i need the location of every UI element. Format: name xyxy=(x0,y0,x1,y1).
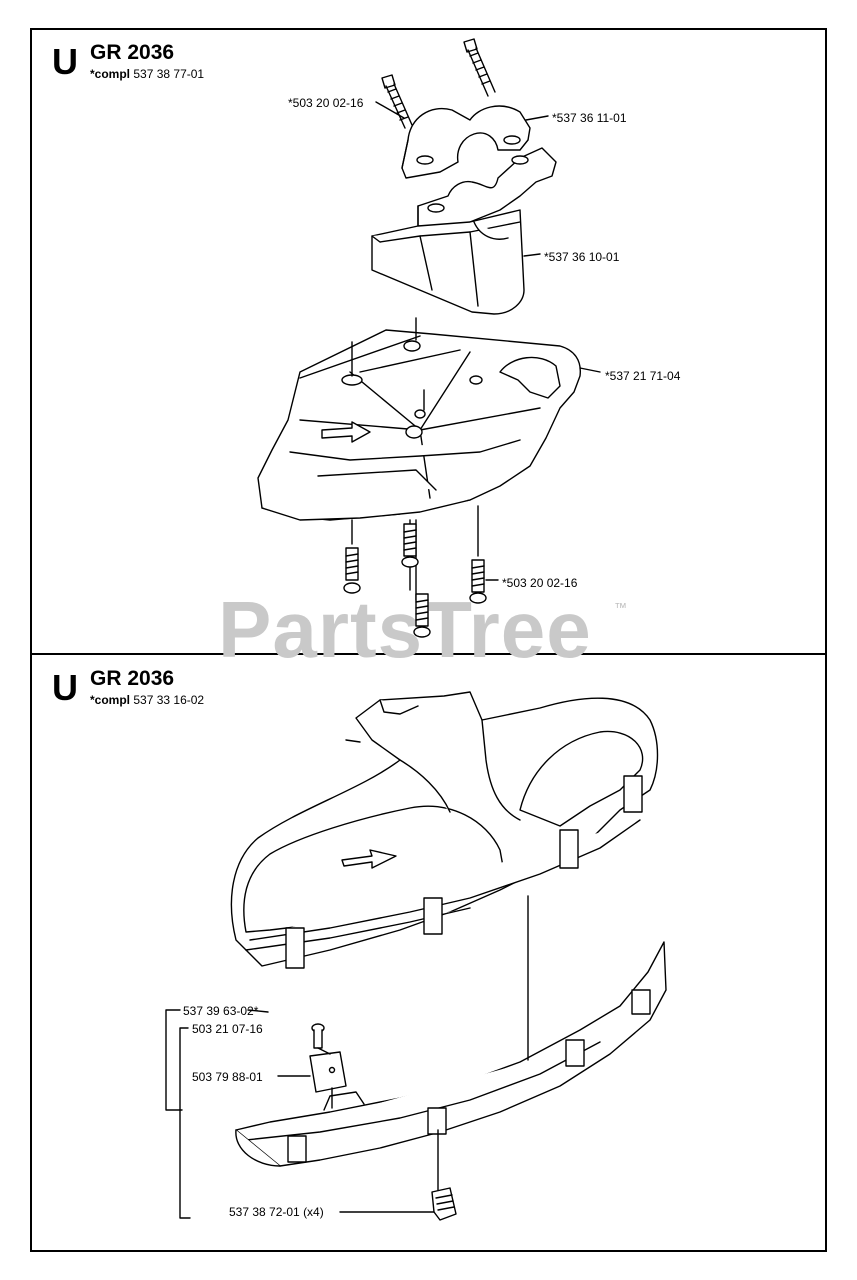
leader-guard-2-tab xyxy=(345,739,361,743)
part-label-screws-bottom[interactable]: *503 20 02-16 xyxy=(502,576,578,590)
watermark: PartsTree xyxy=(218,585,592,674)
bolt-right xyxy=(463,38,496,97)
section-2-letter: U xyxy=(52,667,78,708)
section-2-subtitle: *compl 537 33 16-02 xyxy=(90,693,204,707)
part-label-clamp-upper[interactable]: *537 36 11-01 xyxy=(552,111,627,125)
screws-bottom-1 xyxy=(343,505,487,638)
guard-1 xyxy=(257,329,581,521)
rotation-arrow-1 xyxy=(321,421,371,443)
section-divider xyxy=(30,653,827,655)
clip-part xyxy=(431,1129,457,1221)
part-label-clips[interactable]: 537 38 72-01 (x4) xyxy=(229,1205,324,1219)
leader-clamp-upper xyxy=(525,115,549,121)
bracket-extension xyxy=(165,1009,183,1111)
section-2-subtitle-number: 537 33 16-02 xyxy=(133,693,205,707)
rotation-arrow-2 xyxy=(341,849,397,869)
section-2-subtitle-prefix: *compl xyxy=(90,693,131,707)
section-1-subtitle-number: 537 38 77-01 xyxy=(133,67,205,81)
part-label-guard[interactable]: *537 21 71-04 xyxy=(605,369,681,383)
section-1-subtitle: *compl 537 38 77-01 xyxy=(90,67,204,81)
clamp-housing xyxy=(371,209,525,315)
guard-2 xyxy=(230,691,659,969)
diagram-frame xyxy=(30,28,827,1252)
leader-extension-label xyxy=(247,1009,269,1013)
part-label-clamp-lower[interactable]: *537 36 10-01 xyxy=(544,250,620,264)
leader-clamp-lower xyxy=(523,253,541,257)
knife-and-screw xyxy=(309,1023,347,1109)
bracket-clips xyxy=(179,1027,191,1219)
section-1-title: GR 2036 xyxy=(90,41,175,64)
part-label-screw-top[interactable]: *503 20 02-16 xyxy=(288,96,364,110)
leader-screw-top xyxy=(375,101,405,119)
clamp-upper xyxy=(401,105,531,179)
leader-guard xyxy=(579,367,601,373)
section-2-title: GR 2036 xyxy=(90,667,175,690)
part-label-knife[interactable]: 503 79 88-01 xyxy=(192,1070,263,1084)
part-label-screw[interactable]: 503 21 07-16 xyxy=(192,1022,263,1036)
bolt-left xyxy=(381,74,413,129)
section-1-letter: U xyxy=(52,41,78,82)
section-1-subtitle-prefix: *compl xyxy=(90,67,131,81)
guard-extension xyxy=(235,941,667,1167)
clamp-lower xyxy=(417,147,557,229)
watermark-trademark: ™ xyxy=(614,600,627,615)
leader-guard-holes xyxy=(351,317,425,411)
part-label-extension[interactable]: 537 39 63-02* xyxy=(183,1004,259,1018)
